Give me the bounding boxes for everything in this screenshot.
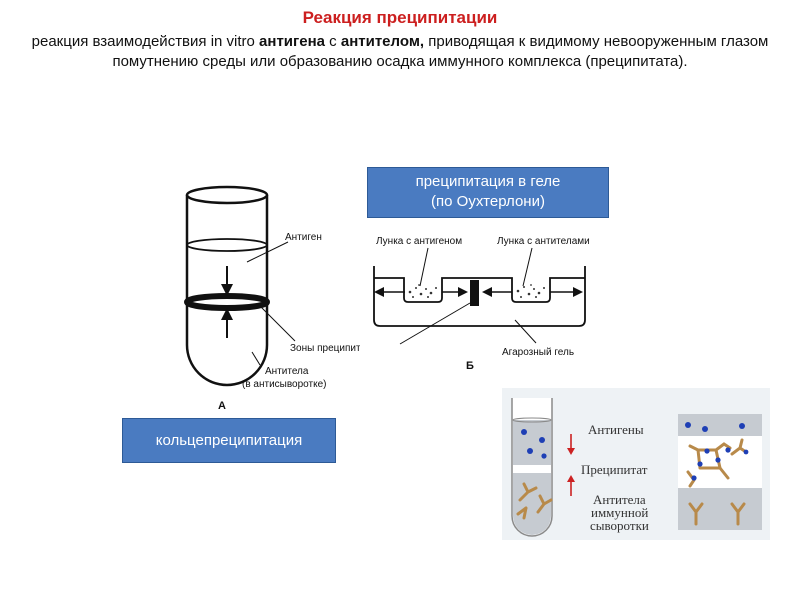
antigen-label: Антиген bbox=[285, 232, 322, 243]
tube-precipitate-layer bbox=[513, 465, 551, 473]
definition-text-1: реакция взаимодействия in vitro bbox=[31, 33, 260, 50]
diffusion-arrow-center-left bbox=[442, 287, 468, 297]
zones-leader bbox=[259, 305, 296, 342]
gel-surface bbox=[374, 277, 585, 303]
tube-rim bbox=[185, 185, 269, 205]
antigens-label: Антигены bbox=[588, 422, 644, 437]
tube-antigen-dots bbox=[521, 429, 547, 459]
antiserum-label: (в антисыворотке) bbox=[242, 379, 326, 390]
antibody-well-fill bbox=[516, 284, 545, 298]
antibody-well-label: Лунка с антителами bbox=[497, 236, 590, 247]
panel-a-letter: А bbox=[218, 400, 226, 412]
down-red-arrow bbox=[567, 434, 575, 455]
definition-text-3: приводящая к видимому невооруженным глаз… bbox=[112, 33, 769, 70]
antigen-well-fill bbox=[408, 284, 437, 298]
antibody-well-leader bbox=[522, 247, 533, 287]
definition-antibody: антителом, bbox=[340, 33, 425, 50]
antibodies-leader bbox=[251, 351, 261, 366]
ring-precipitation-label: кольцепреципитация bbox=[122, 418, 336, 463]
schematic-antigen-zone bbox=[678, 414, 762, 436]
schematic-antibody-zone bbox=[678, 488, 762, 530]
antibodies-photo-label-1: Антитела bbox=[593, 492, 646, 507]
schematic-antibodies bbox=[688, 502, 746, 526]
precipitation-zone bbox=[184, 293, 270, 311]
agar-leader bbox=[514, 319, 537, 344]
immune-complex bbox=[686, 438, 749, 488]
antigen-surface bbox=[186, 238, 268, 252]
diffusion-arrow-left bbox=[374, 287, 405, 297]
slide-definition: реакция взаимодействия in vitro антигена… bbox=[20, 32, 780, 72]
antibodies-label: Антитела bbox=[265, 366, 309, 377]
diffusion-arrow-right bbox=[550, 287, 583, 297]
tube-body bbox=[185, 195, 269, 387]
gel-label-line1: преципитация в геле bbox=[415, 173, 561, 190]
precipitate-label: Преципитат bbox=[581, 462, 648, 477]
panel-b-letter: Б bbox=[466, 360, 474, 372]
gel-slab bbox=[373, 266, 586, 327]
definition-antigen: антигена bbox=[259, 33, 326, 50]
antigen-well-label: Лунка с антигеном bbox=[376, 236, 462, 247]
schematic-antigen-dots bbox=[685, 422, 745, 432]
tube-antibody-layer bbox=[513, 473, 551, 535]
gel-diagram: Лунка с антигеном Лунка с антителами Ага… bbox=[373, 236, 590, 372]
antibodies-photo-label-3: сыворотки bbox=[590, 518, 649, 533]
antigen-well-leader bbox=[419, 247, 429, 287]
tube-antibodies bbox=[516, 482, 553, 520]
agar-gel-label: Агарозный гель bbox=[502, 347, 574, 358]
tube-rim-line bbox=[512, 417, 552, 423]
up-arrow bbox=[221, 308, 233, 338]
precipitate-illustration: Антигены Преципитат Антитела иммунной сы… bbox=[502, 388, 770, 540]
gel-label-line2: (по Оухтерлони) bbox=[431, 193, 545, 210]
gel-zones-leader bbox=[399, 302, 471, 345]
slide-title: Реакция преципитации bbox=[302, 8, 498, 27]
precipitation-band bbox=[470, 280, 479, 306]
up-red-arrow bbox=[567, 475, 575, 496]
antibodies-photo-label-2: иммунной bbox=[591, 505, 648, 520]
gel-precipitation-label: преципитация в геле (по Оухтерлони) bbox=[367, 167, 609, 218]
diffusion-arrow-center-right bbox=[482, 287, 512, 297]
ring-label-text: кольцепреципитация bbox=[155, 432, 303, 449]
down-arrow bbox=[221, 266, 233, 296]
test-tube-diagram: Антиген Зоны преципитации Антитела (в ан… bbox=[184, 185, 360, 412]
definition-text-2: с bbox=[325, 33, 341, 50]
precipitation-zones-label: Зоны преципитации bbox=[290, 343, 360, 354]
antigen-leader bbox=[246, 241, 289, 263]
